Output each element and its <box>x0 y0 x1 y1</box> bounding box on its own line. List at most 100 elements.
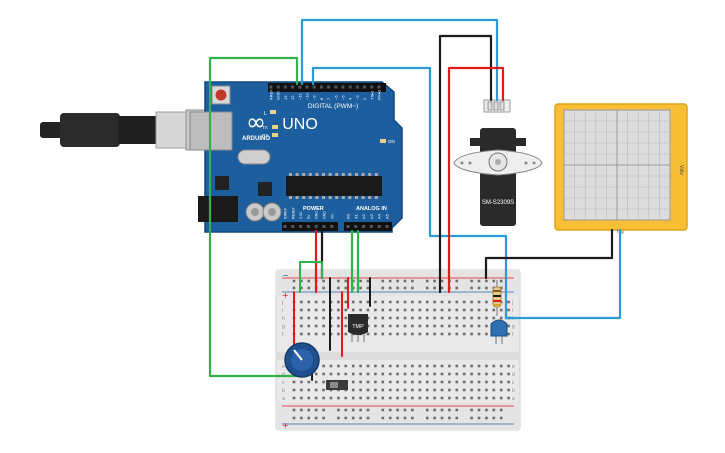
breadboard-minus-top: − <box>282 271 289 280</box>
digital-pin-label: 4 <box>348 97 353 100</box>
breadboard-row-letter: b <box>512 388 515 394</box>
digital-pin-label: 12 <box>290 95 295 100</box>
digital-label: DIGITAL (PWM~) <box>308 103 358 110</box>
breadboard-row-letter: f <box>282 332 284 338</box>
digital-pin[interactable] <box>283 85 287 89</box>
breadboard-row-letter: c <box>282 380 285 386</box>
breadboard-row-letter: i <box>512 308 513 314</box>
wire-pot-analog[interactable] <box>208 56 302 378</box>
wire-scope-gnd[interactable] <box>484 228 614 280</box>
digital-pin[interactable] <box>305 85 309 89</box>
arduino-logo-icon: ∞ <box>246 108 266 136</box>
analog-header <box>344 222 392 231</box>
breadboard-row-letter: a <box>512 396 515 402</box>
rx-led <box>272 133 278 137</box>
usb-cable <box>40 109 211 151</box>
power-pin[interactable] <box>306 225 310 228</box>
power-pin[interactable] <box>314 225 318 228</box>
breadboard-row-letter: f <box>512 332 514 338</box>
potentiometer[interactable] <box>284 342 320 378</box>
analog-pin[interactable] <box>362 225 366 228</box>
arduino-model: UNO <box>282 116 318 133</box>
digital-pin[interactable] <box>269 85 273 89</box>
digital-pin[interactable] <box>363 85 367 89</box>
digital-pin-label: GND <box>276 91 281 100</box>
reset-button[interactable] <box>215 89 227 101</box>
digital-pin-label: ~11 <box>297 93 302 100</box>
digital-pin-label: TX▸1 <box>369 90 374 100</box>
digital-pin-label: ~10 <box>305 92 310 100</box>
breadboard-row-letter: b <box>282 388 285 394</box>
power-label: POWER <box>303 206 324 212</box>
digital-pin[interactable] <box>298 85 302 89</box>
crystal <box>237 149 271 165</box>
tx-led <box>272 125 278 129</box>
power-pin-label: 3.3V <box>299 211 303 219</box>
oscilloscope[interactable]: Vdiv Trig <box>554 103 688 234</box>
servo-part-number: SM-S2309S <box>482 200 514 206</box>
breadboard-plus-top: + <box>282 291 289 300</box>
analog-pin[interactable] <box>369 225 373 228</box>
digital-pin-label: 8 <box>319 97 324 100</box>
l-led-label: L <box>264 111 267 117</box>
l-led <box>270 110 276 114</box>
wire-scope-probe[interactable] <box>504 228 622 320</box>
breadboard-row-letter: d <box>512 372 515 378</box>
temperature-sensor[interactable]: TMP <box>348 314 368 342</box>
digital-header <box>268 83 386 92</box>
analog-pin-label: A4 <box>377 213 382 219</box>
breadboard-row-letter: j <box>281 300 283 306</box>
analog-pin[interactable] <box>377 225 381 228</box>
analog-pin-label: A5 <box>385 213 390 219</box>
power-pin-label: IOREF <box>284 207 288 219</box>
on-led-label: ON <box>388 139 395 144</box>
wires <box>208 18 622 381</box>
digital-pin-label: ~5 <box>341 95 346 100</box>
breadboard-row-letter: e <box>512 364 515 370</box>
digital-pin-label: ~3 <box>355 95 360 100</box>
digital-pin[interactable] <box>276 85 280 89</box>
breadboard-row-letter: e <box>282 364 285 370</box>
digital-pin[interactable] <box>319 85 323 89</box>
analog-pin-label: A0 <box>346 213 351 219</box>
power-pin-label: RESET <box>291 206 295 219</box>
digital-pin[interactable] <box>370 85 374 89</box>
digital-pin[interactable] <box>377 85 381 89</box>
analog-pin[interactable] <box>354 225 358 228</box>
digital-pin-label: ~9 <box>312 95 317 100</box>
wire-servo-power[interactable] <box>447 66 505 294</box>
power-pin[interactable] <box>299 225 303 228</box>
digital-pin[interactable] <box>341 85 345 89</box>
digital-pin[interactable] <box>334 85 338 89</box>
digital-pin[interactable] <box>348 85 352 89</box>
power-pin[interactable] <box>283 225 287 228</box>
breadboard-row-letter: h <box>282 316 285 322</box>
wire-servo-signal[interactable] <box>300 18 499 102</box>
analog-pin[interactable] <box>346 225 350 228</box>
power-pin[interactable] <box>291 225 295 228</box>
slide-switch[interactable] <box>326 380 348 390</box>
rx-led-label: RX <box>262 133 268 138</box>
digital-pin[interactable] <box>312 85 316 89</box>
blue-led[interactable] <box>490 319 508 344</box>
wire-led-signal[interactable] <box>311 66 508 320</box>
power-header <box>282 222 338 231</box>
breadboard-plus-bottom: + <box>282 421 289 430</box>
analog-pin[interactable] <box>385 225 389 228</box>
power-pin[interactable] <box>330 225 334 228</box>
power-pin-label: 5V <box>307 214 311 219</box>
power-pin-label: Vin <box>330 214 334 219</box>
digital-pin-label: 13 <box>283 95 288 100</box>
small-chip <box>215 176 229 190</box>
power-pin[interactable] <box>322 225 326 228</box>
resistor[interactable] <box>492 280 502 316</box>
digital-pin[interactable] <box>327 85 331 89</box>
power-jack <box>198 196 238 222</box>
digital-pin[interactable] <box>291 85 295 89</box>
servo-motor[interactable]: SM-S2309S <box>453 99 543 226</box>
breadboard-row-letter: i <box>282 308 283 314</box>
digital-pin[interactable] <box>355 85 359 89</box>
arduino-brand: ARDUINO <box>242 136 270 142</box>
